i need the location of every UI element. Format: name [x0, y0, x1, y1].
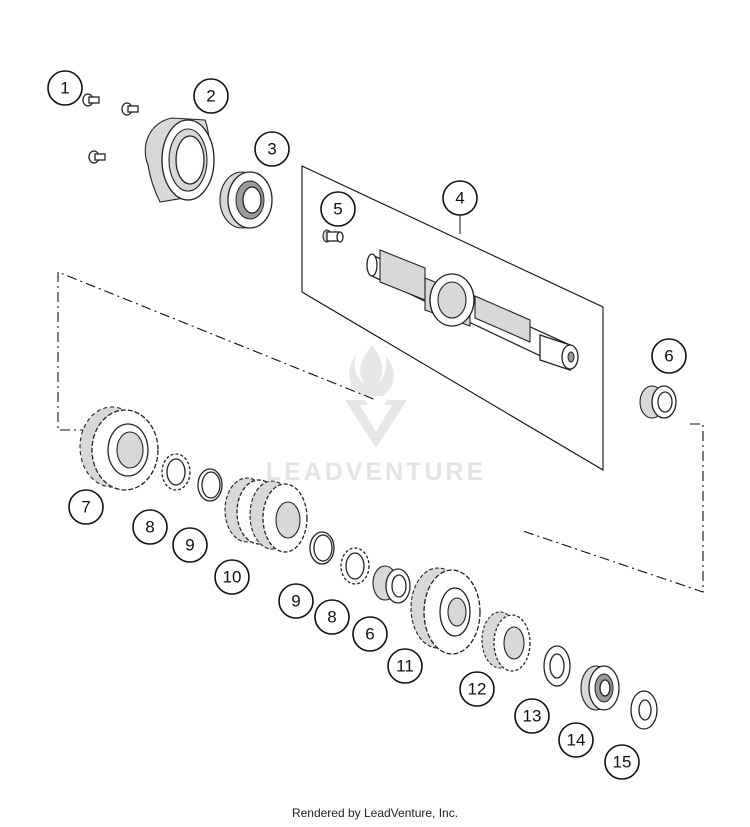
ring-part-9-right — [309, 531, 335, 565]
ball-bearing-part-3 — [219, 171, 273, 229]
callout-15-number: 15 — [613, 753, 632, 772]
callout-4: 4 — [442, 180, 478, 216]
callout-9-right-number: 9 — [291, 592, 300, 611]
screw-part-1a — [82, 93, 100, 107]
washer-part-15 — [630, 690, 658, 730]
callout-4-number: 4 — [455, 189, 464, 208]
leadventure-watermark-logo — [345, 345, 407, 448]
plug-part-5 — [322, 229, 344, 243]
ring-part-9-left — [197, 468, 223, 502]
callout-5: 5 — [320, 191, 356, 227]
callout-8-left-number: 8 — [145, 518, 154, 537]
callout-15: 15 — [604, 744, 640, 780]
circlip-part-8-right — [340, 547, 370, 585]
callout-5-number: 5 — [333, 200, 342, 219]
footer-credit: Rendered by LeadVenture, Inc. — [291, 806, 459, 820]
screw-part-1c — [88, 150, 106, 164]
watermark-text: LEADVENTURE — [266, 458, 487, 486]
callout-9-left: 9 — [172, 527, 208, 563]
double-gear-part-10 — [224, 477, 308, 553]
callout-6-lower: 6 — [352, 616, 388, 652]
callout-6-top-number: 6 — [664, 347, 673, 366]
bushing-part-6-top — [639, 385, 677, 419]
callout-10-number: 10 — [223, 568, 242, 587]
washer-part-13 — [543, 645, 571, 687]
gear-part-12 — [481, 611, 531, 672]
callout-2: 2 — [193, 78, 229, 114]
assembly-path-right — [519, 423, 704, 593]
callout-14-number: 14 — [567, 731, 586, 750]
callout-12: 12 — [459, 671, 495, 707]
callout-13: 13 — [514, 698, 550, 734]
callout-13-number: 13 — [523, 707, 542, 726]
circlip-part-8-left — [161, 453, 191, 491]
shaft-assembly-box — [301, 165, 604, 471]
callout-7: 7 — [68, 489, 104, 525]
callout-8-left: 8 — [132, 509, 168, 545]
callout-6-lower-number: 6 — [365, 625, 374, 644]
callout-2-number: 2 — [206, 87, 215, 106]
callout-8-right: 8 — [314, 599, 350, 635]
screw-part-1b — [121, 102, 139, 116]
bushing-part-6-lower — [372, 565, 411, 604]
callout-14: 14 — [558, 722, 594, 758]
transmission-shaft-part-4 — [366, 249, 579, 372]
callout-11-number: 11 — [396, 657, 414, 676]
assembly-path-left — [57, 271, 377, 431]
callout-1: 1 — [47, 70, 83, 106]
callout-10: 10 — [214, 559, 250, 595]
callout-8-right-number: 8 — [327, 608, 336, 627]
callout-9-right: 9 — [278, 583, 314, 619]
callout-6-top: 6 — [651, 338, 687, 374]
callout-3-number: 3 — [267, 140, 276, 159]
ball-bearing-part-14 — [580, 665, 620, 711]
callout-3: 3 — [254, 131, 290, 167]
callout-12-number: 12 — [468, 680, 487, 699]
gear-part-11 — [410, 567, 481, 655]
callout-11: 11 — [387, 648, 423, 684]
bearing-retainer-part-2 — [144, 117, 215, 203]
gear-part-7 — [79, 406, 159, 491]
callout-1-number: 1 — [60, 79, 69, 98]
callout-9-left-number: 9 — [185, 536, 194, 555]
callout-7-number: 7 — [81, 498, 90, 517]
